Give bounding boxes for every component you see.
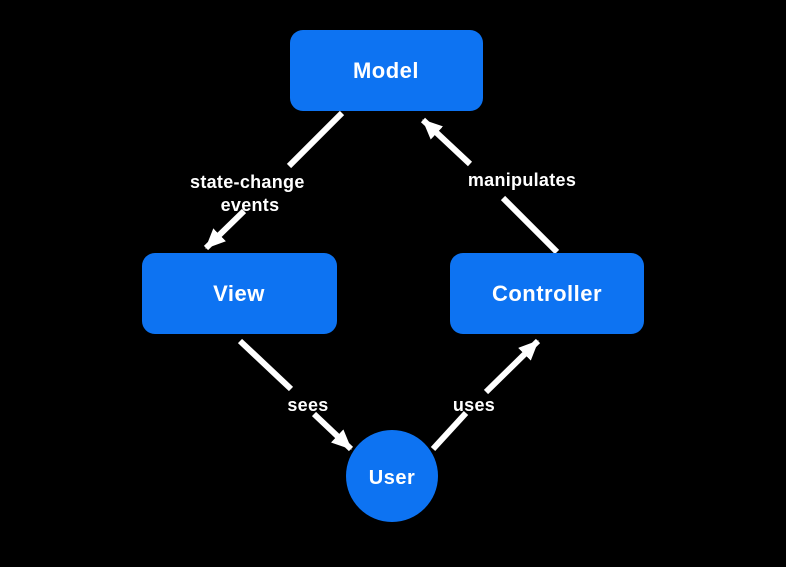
controller-box: [450, 253, 644, 334]
edge-label-line-1: state-change: [190, 172, 305, 192]
edge-label-sees: sees: [287, 395, 328, 415]
edge-controller-to-model: manipulates: [420, 117, 576, 255]
view-label: View: [213, 281, 265, 306]
node-controller: Controller: [450, 253, 644, 334]
user-label: User: [369, 467, 415, 489]
view-box: [142, 253, 337, 334]
model-label: Model: [353, 58, 419, 83]
edge-label-line-2: events: [221, 195, 280, 215]
node-view: View: [142, 253, 337, 334]
edge-label-state-change-events: state-change events: [190, 172, 310, 215]
edge-model-to-view: state-change events: [190, 110, 345, 251]
edge-user-to-controller: uses: [430, 338, 541, 452]
model-box: [290, 30, 483, 111]
node-user: User: [346, 430, 438, 522]
user-circle: [346, 430, 438, 522]
edge-controller-to-model-arrow: [420, 117, 473, 167]
edge-model-to-view-segment: [286, 110, 345, 169]
node-model: Model: [290, 30, 483, 111]
edge-view-to-user-segment: [237, 338, 294, 392]
edge-user-to-controller-segment: [430, 410, 469, 452]
edge-view-to-user: sees: [237, 338, 354, 452]
controller-label: Controller: [492, 281, 602, 306]
edge-user-to-controller-arrow: [483, 338, 541, 395]
edge-label-uses: uses: [453, 395, 495, 415]
edge-label-manipulates: manipulates: [468, 170, 576, 190]
edge-model-to-view-arrow: [203, 208, 247, 251]
edge-controller-to-model-segment: [500, 195, 560, 255]
edge-view-to-user-arrow: [311, 411, 354, 452]
